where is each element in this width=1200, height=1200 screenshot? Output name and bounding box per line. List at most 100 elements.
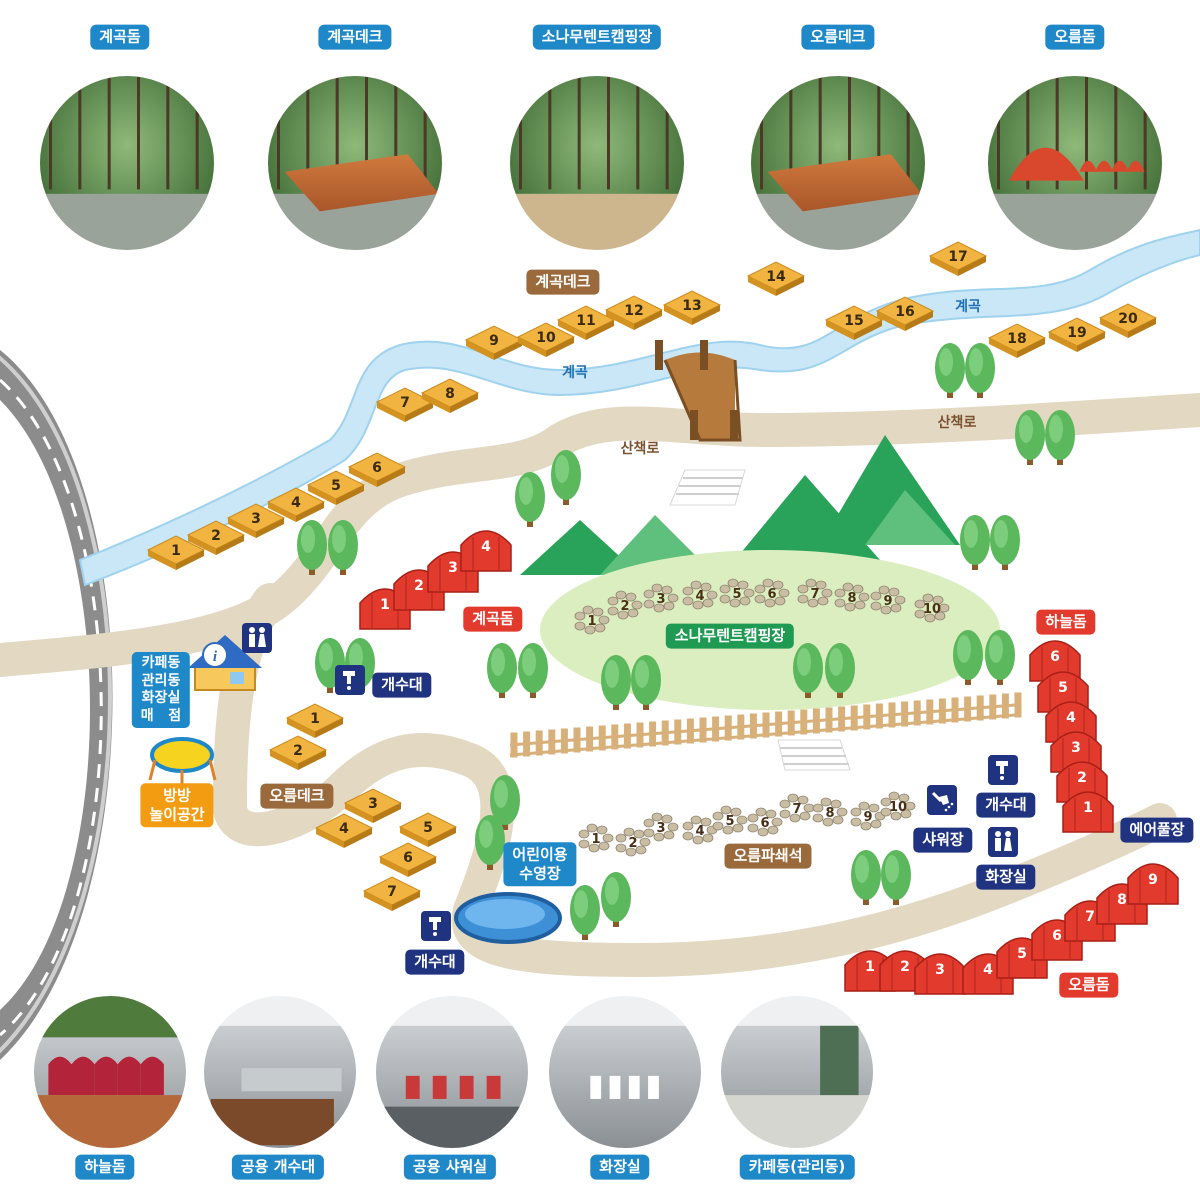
deck-site[interactable]: 18 [987, 323, 1047, 358]
deck-site[interactable]: 4 [314, 813, 374, 848]
tree-icon [518, 643, 548, 698]
deck-site[interactable]: 2 [268, 735, 328, 770]
deck-site[interactable]: 14 [746, 261, 806, 296]
dome-site-number: 4 [983, 962, 993, 978]
deck-site[interactable]: 20 [1098, 303, 1158, 338]
dome-site[interactable]: 1 [1062, 791, 1114, 833]
deck-site-number: 15 [844, 313, 863, 329]
dome-site[interactable]: 4 [1045, 701, 1097, 743]
stone-site[interactable]: 10 [914, 593, 950, 623]
dome-site-number: 6 [1052, 928, 1062, 944]
stone-site-number: 8 [825, 806, 834, 821]
deck-site[interactable]: 17 [928, 241, 988, 276]
tree-icon [328, 520, 358, 575]
deck-site[interactable]: 13 [662, 290, 722, 325]
label-stream-deck: 계곡데크 [526, 269, 600, 295]
deck-site-number: 6 [372, 460, 382, 476]
stone-site-number: 4 [695, 589, 704, 604]
stone-site[interactable]: 7 [797, 578, 833, 608]
deck-site[interactable]: 6 [347, 452, 407, 487]
fence-post [888, 702, 896, 728]
stone-site[interactable]: 6 [747, 807, 783, 837]
fence-post [737, 714, 745, 740]
tree-icon [825, 643, 855, 698]
dome-site-number: 5 [1058, 680, 1068, 696]
deck-site[interactable]: 15 [824, 305, 884, 340]
stone-site[interactable]: 4 [682, 580, 718, 610]
stone-site-number: 8 [847, 591, 856, 606]
stone-site[interactable]: 3 [643, 583, 679, 613]
deck-site[interactable]: 3 [226, 503, 286, 538]
stone-site[interactable]: 6 [754, 578, 790, 608]
deck-site[interactable]: 8 [420, 378, 480, 413]
stone-site[interactable]: 8 [812, 797, 848, 827]
stone-site[interactable]: 10 [880, 791, 916, 821]
photo-sky-dome [32, 994, 188, 1150]
deck-site[interactable]: 11 [556, 305, 616, 340]
stone-site[interactable]: 8 [834, 582, 870, 612]
svg-text:i: i [213, 649, 218, 665]
fence-post [850, 705, 858, 731]
label-cafe: 카페동 관리동 화장실 매 점 [131, 652, 191, 728]
deck-site[interactable]: 3 [343, 788, 403, 823]
fence-post [535, 730, 543, 756]
photo-caption-shared-shower: 공용 샤워실 [403, 1154, 497, 1180]
deck-site[interactable]: 1 [146, 535, 206, 570]
fence-post [825, 707, 833, 733]
fence-post [762, 712, 770, 738]
fence-post [724, 715, 732, 741]
stone-site-number: 6 [760, 816, 769, 831]
deck-site[interactable]: 7 [375, 387, 435, 422]
deck-site-number: 7 [387, 884, 397, 900]
stone-site[interactable]: 5 [712, 805, 748, 835]
deck-site-number: 3 [368, 796, 378, 812]
deck-site[interactable]: 6 [378, 842, 438, 877]
dome-site[interactable]: 3 [914, 953, 966, 995]
deck-site[interactable]: 5 [398, 812, 458, 847]
deck-site[interactable]: 5 [306, 470, 366, 505]
deck-site[interactable]: 16 [875, 296, 935, 331]
dome-site-number: 5 [1017, 946, 1027, 962]
stone-site[interactable]: 5 [719, 578, 755, 608]
stone-site[interactable]: 9 [850, 801, 886, 831]
dome-site[interactable]: 3 [1050, 731, 1102, 773]
dome-site-number: 9 [1148, 872, 1158, 888]
deck-site[interactable]: 9 [464, 325, 524, 360]
deck-site[interactable]: 1 [285, 703, 345, 738]
tree-icon [551, 450, 581, 505]
stone-site[interactable]: 1 [578, 823, 614, 853]
dome-site[interactable]: 4 [460, 530, 512, 572]
tree-icon [965, 343, 995, 398]
deck-site[interactable]: 7 [362, 876, 422, 911]
tree-icon [631, 655, 661, 710]
stone-site[interactable]: 1 [574, 605, 610, 635]
deck-site-number: 2 [293, 743, 303, 759]
deck-site[interactable]: 12 [604, 295, 664, 330]
stone-site-number: 2 [620, 599, 629, 614]
dome-site-number: 3 [935, 962, 945, 978]
dome-site[interactable]: 2 [1056, 761, 1108, 803]
tree-icon [881, 850, 911, 905]
fence-post [800, 709, 808, 735]
pool-icon [454, 892, 562, 944]
label-stream-2: 계곡 [955, 299, 981, 315]
deck-site[interactable]: 4 [266, 487, 326, 522]
deck-site[interactable]: 2 [186, 520, 246, 555]
stone-site[interactable]: 2 [607, 590, 643, 620]
photo-caption-oreum-deck: 오름데크 [801, 24, 875, 50]
stone-site[interactable]: 7 [779, 793, 815, 823]
stone-site-number: 1 [591, 832, 600, 847]
stone-site[interactable]: 2 [615, 827, 651, 857]
road [0, 350, 113, 1060]
fence-post [699, 717, 707, 743]
deck-site[interactable]: 10 [516, 322, 576, 357]
stone-site[interactable]: 3 [643, 812, 679, 842]
deck-site-number: 19 [1067, 325, 1086, 341]
dome-site[interactable]: 6 [1029, 640, 1081, 682]
stone-site[interactable]: 4 [682, 815, 718, 845]
stone-site[interactable]: 9 [870, 585, 906, 615]
deck-site[interactable]: 19 [1047, 317, 1107, 352]
fence-post [938, 698, 946, 724]
dome-site[interactable]: 9 [1127, 863, 1179, 905]
